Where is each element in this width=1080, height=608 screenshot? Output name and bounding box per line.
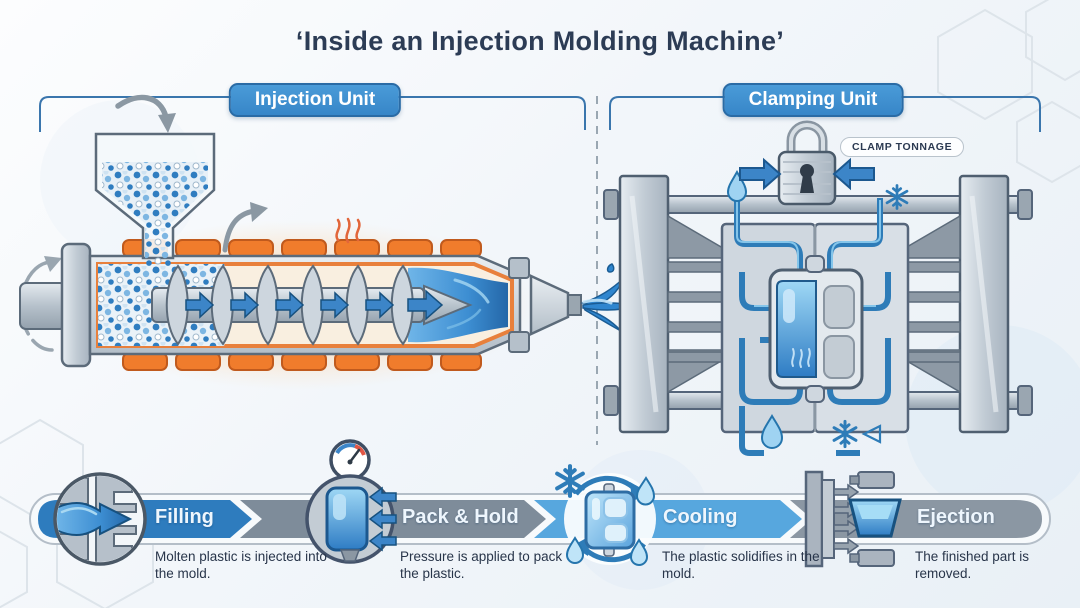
nozzle-tip bbox=[567, 294, 582, 316]
process-timeline bbox=[29, 439, 1051, 568]
cooling-stage-icon bbox=[557, 466, 656, 566]
filling-stage-icon bbox=[53, 472, 147, 566]
stage-description-cooling: The plastic solidifies in the mold. bbox=[662, 549, 820, 582]
page-title: ‘Inside an Injection Molding Machine’ bbox=[295, 26, 785, 56]
water-drop-icon bbox=[726, 169, 784, 449]
clamp-tonnage-label: CLAMP TONNAGE bbox=[840, 137, 965, 157]
stage-description-ejection: The finished part is removed. bbox=[915, 549, 1030, 582]
pack-pressure-arrows bbox=[368, 486, 397, 552]
stage-name-ejection: Ejection bbox=[917, 506, 995, 528]
pellet-stream bbox=[145, 224, 171, 272]
barrel-flange bbox=[60, 242, 92, 368]
coolant-flow-arrow bbox=[861, 424, 882, 444]
vent-arrow bbox=[222, 208, 257, 253]
tie-bar-nuts bbox=[603, 189, 1033, 416]
stage-description-pack-hold: Pressure is applied to pack the plastic. bbox=[400, 549, 563, 582]
injection-unit-label: Injection Unit bbox=[228, 83, 402, 117]
drive-shaft bbox=[19, 282, 67, 330]
ejection-stage-icon bbox=[804, 470, 902, 568]
heat-waves-icon bbox=[335, 217, 361, 244]
pack-hold-stage-icon bbox=[305, 439, 397, 564]
molded-part-cooling bbox=[776, 280, 817, 378]
stage-name-pack-hold: Pack & Hold bbox=[402, 506, 519, 528]
nozzle-clamp-bottom bbox=[508, 331, 530, 353]
clamping-unit-illustration bbox=[603, 120, 1033, 456]
screw-flow-arrows bbox=[185, 289, 444, 321]
injection-unit-illustration bbox=[19, 94, 653, 390]
nozzle-cone bbox=[529, 274, 570, 336]
hopper-feed-arrow bbox=[115, 94, 169, 120]
clamping-unit-label: Clamping Unit bbox=[722, 83, 904, 117]
stage-name-cooling: Cooling bbox=[663, 506, 738, 528]
stage-description-filling: Molten plastic is injected into the mold… bbox=[155, 549, 327, 582]
nozzle-clamp-top bbox=[508, 257, 530, 279]
clamp-force-arrows bbox=[739, 157, 875, 191]
screw-flights bbox=[165, 264, 414, 346]
cavity-pockets bbox=[823, 285, 855, 379]
stage-name-filling: Filling bbox=[155, 506, 214, 528]
